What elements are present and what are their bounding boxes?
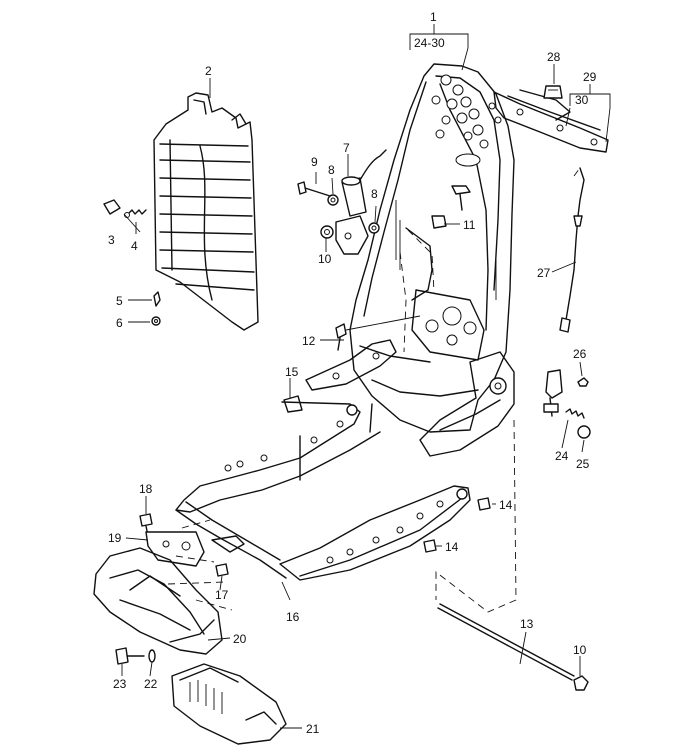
callout-27: 27 bbox=[537, 266, 551, 280]
part-screw-14a bbox=[477, 497, 491, 511]
part-knob bbox=[543, 85, 563, 99]
callout-12: 12 bbox=[302, 334, 316, 348]
part-washer-22 bbox=[148, 649, 156, 663]
callout-5: 5 bbox=[116, 294, 123, 308]
part-nut-10b bbox=[573, 675, 589, 691]
callout-15: 15 bbox=[285, 365, 299, 379]
callout-21: 21 bbox=[306, 722, 320, 736]
part-screw-14b bbox=[423, 539, 437, 553]
part-backrest-frame bbox=[349, 63, 515, 433]
callout-29: 29 bbox=[583, 70, 597, 84]
callout-14b: 14 bbox=[445, 540, 459, 554]
part-spring-clip bbox=[153, 291, 161, 307]
part-motor bbox=[335, 149, 387, 255]
part-bolt-frame bbox=[451, 185, 471, 211]
part-cable bbox=[559, 167, 585, 333]
callout-11: 11 bbox=[463, 218, 476, 232]
part-spring-recliner bbox=[565, 408, 585, 419]
part-bracket-19 bbox=[145, 531, 245, 567]
part-clip-12 bbox=[335, 315, 421, 351]
part-side-cover bbox=[93, 547, 223, 655]
callout-18: 18 bbox=[139, 482, 153, 496]
callout-22: 22 bbox=[144, 677, 158, 691]
callout-30: 30 bbox=[575, 93, 589, 107]
callout-9: 9 bbox=[311, 155, 318, 169]
part-spring-small bbox=[124, 209, 147, 218]
callout-16: 16 bbox=[286, 610, 300, 624]
callout-26: 26 bbox=[573, 347, 587, 361]
part-headrest-bar bbox=[493, 89, 609, 153]
part-bolt-long bbox=[297, 181, 331, 197]
callout-8b: 8 bbox=[371, 187, 378, 201]
callout-8a: 8 bbox=[328, 163, 335, 177]
callout-25: 25 bbox=[576, 457, 590, 471]
callout-17: 17 bbox=[215, 588, 229, 602]
callout-labels: 1 24-30 2 3 4 5 6 7 8 8 9 10 11 12 15 26… bbox=[108, 10, 597, 736]
callout-24: 24 bbox=[555, 449, 569, 463]
callout-1-range: 24-30 bbox=[414, 36, 445, 50]
leader-lines bbox=[121, 24, 611, 729]
assembly-lines bbox=[167, 167, 581, 613]
part-washer-star bbox=[577, 377, 589, 387]
part-clip bbox=[103, 199, 121, 215]
part-clip-11 bbox=[431, 215, 447, 229]
part-washer-8a bbox=[327, 194, 339, 206]
callout-19: 19 bbox=[108, 531, 122, 545]
callout-14a: 14 bbox=[499, 498, 513, 512]
part-nut-small bbox=[151, 316, 161, 326]
callout-6: 6 bbox=[116, 316, 123, 330]
callout-28: 28 bbox=[547, 50, 561, 64]
callout-2: 2 bbox=[205, 64, 212, 78]
part-seat-frame bbox=[175, 401, 471, 581]
part-washer-8b bbox=[368, 222, 380, 234]
part-screw-18 bbox=[139, 513, 153, 537]
part-bracket-15 bbox=[283, 395, 303, 413]
part-clip-17 bbox=[215, 563, 229, 577]
part-nut-10a bbox=[320, 225, 334, 239]
callout-20: 20 bbox=[233, 632, 247, 646]
part-bolt-23 bbox=[115, 647, 145, 665]
callout-4: 4 bbox=[131, 239, 138, 253]
part-switch-housing bbox=[171, 663, 287, 745]
callout-23: 23 bbox=[113, 677, 127, 691]
callout-13: 13 bbox=[520, 617, 534, 631]
part-recliner-mechanism bbox=[419, 351, 515, 457]
callout-1: 1 bbox=[430, 10, 437, 24]
part-cap bbox=[577, 425, 591, 439]
part-spring-mat bbox=[153, 92, 259, 331]
callout-3: 3 bbox=[108, 233, 115, 247]
part-lever bbox=[543, 369, 563, 417]
part-slide-rail-left bbox=[305, 339, 397, 391]
callout-7: 7 bbox=[343, 141, 350, 155]
callout-10a: 10 bbox=[318, 252, 332, 266]
callout-10b: 10 bbox=[573, 643, 587, 657]
part-rod bbox=[437, 603, 575, 681]
